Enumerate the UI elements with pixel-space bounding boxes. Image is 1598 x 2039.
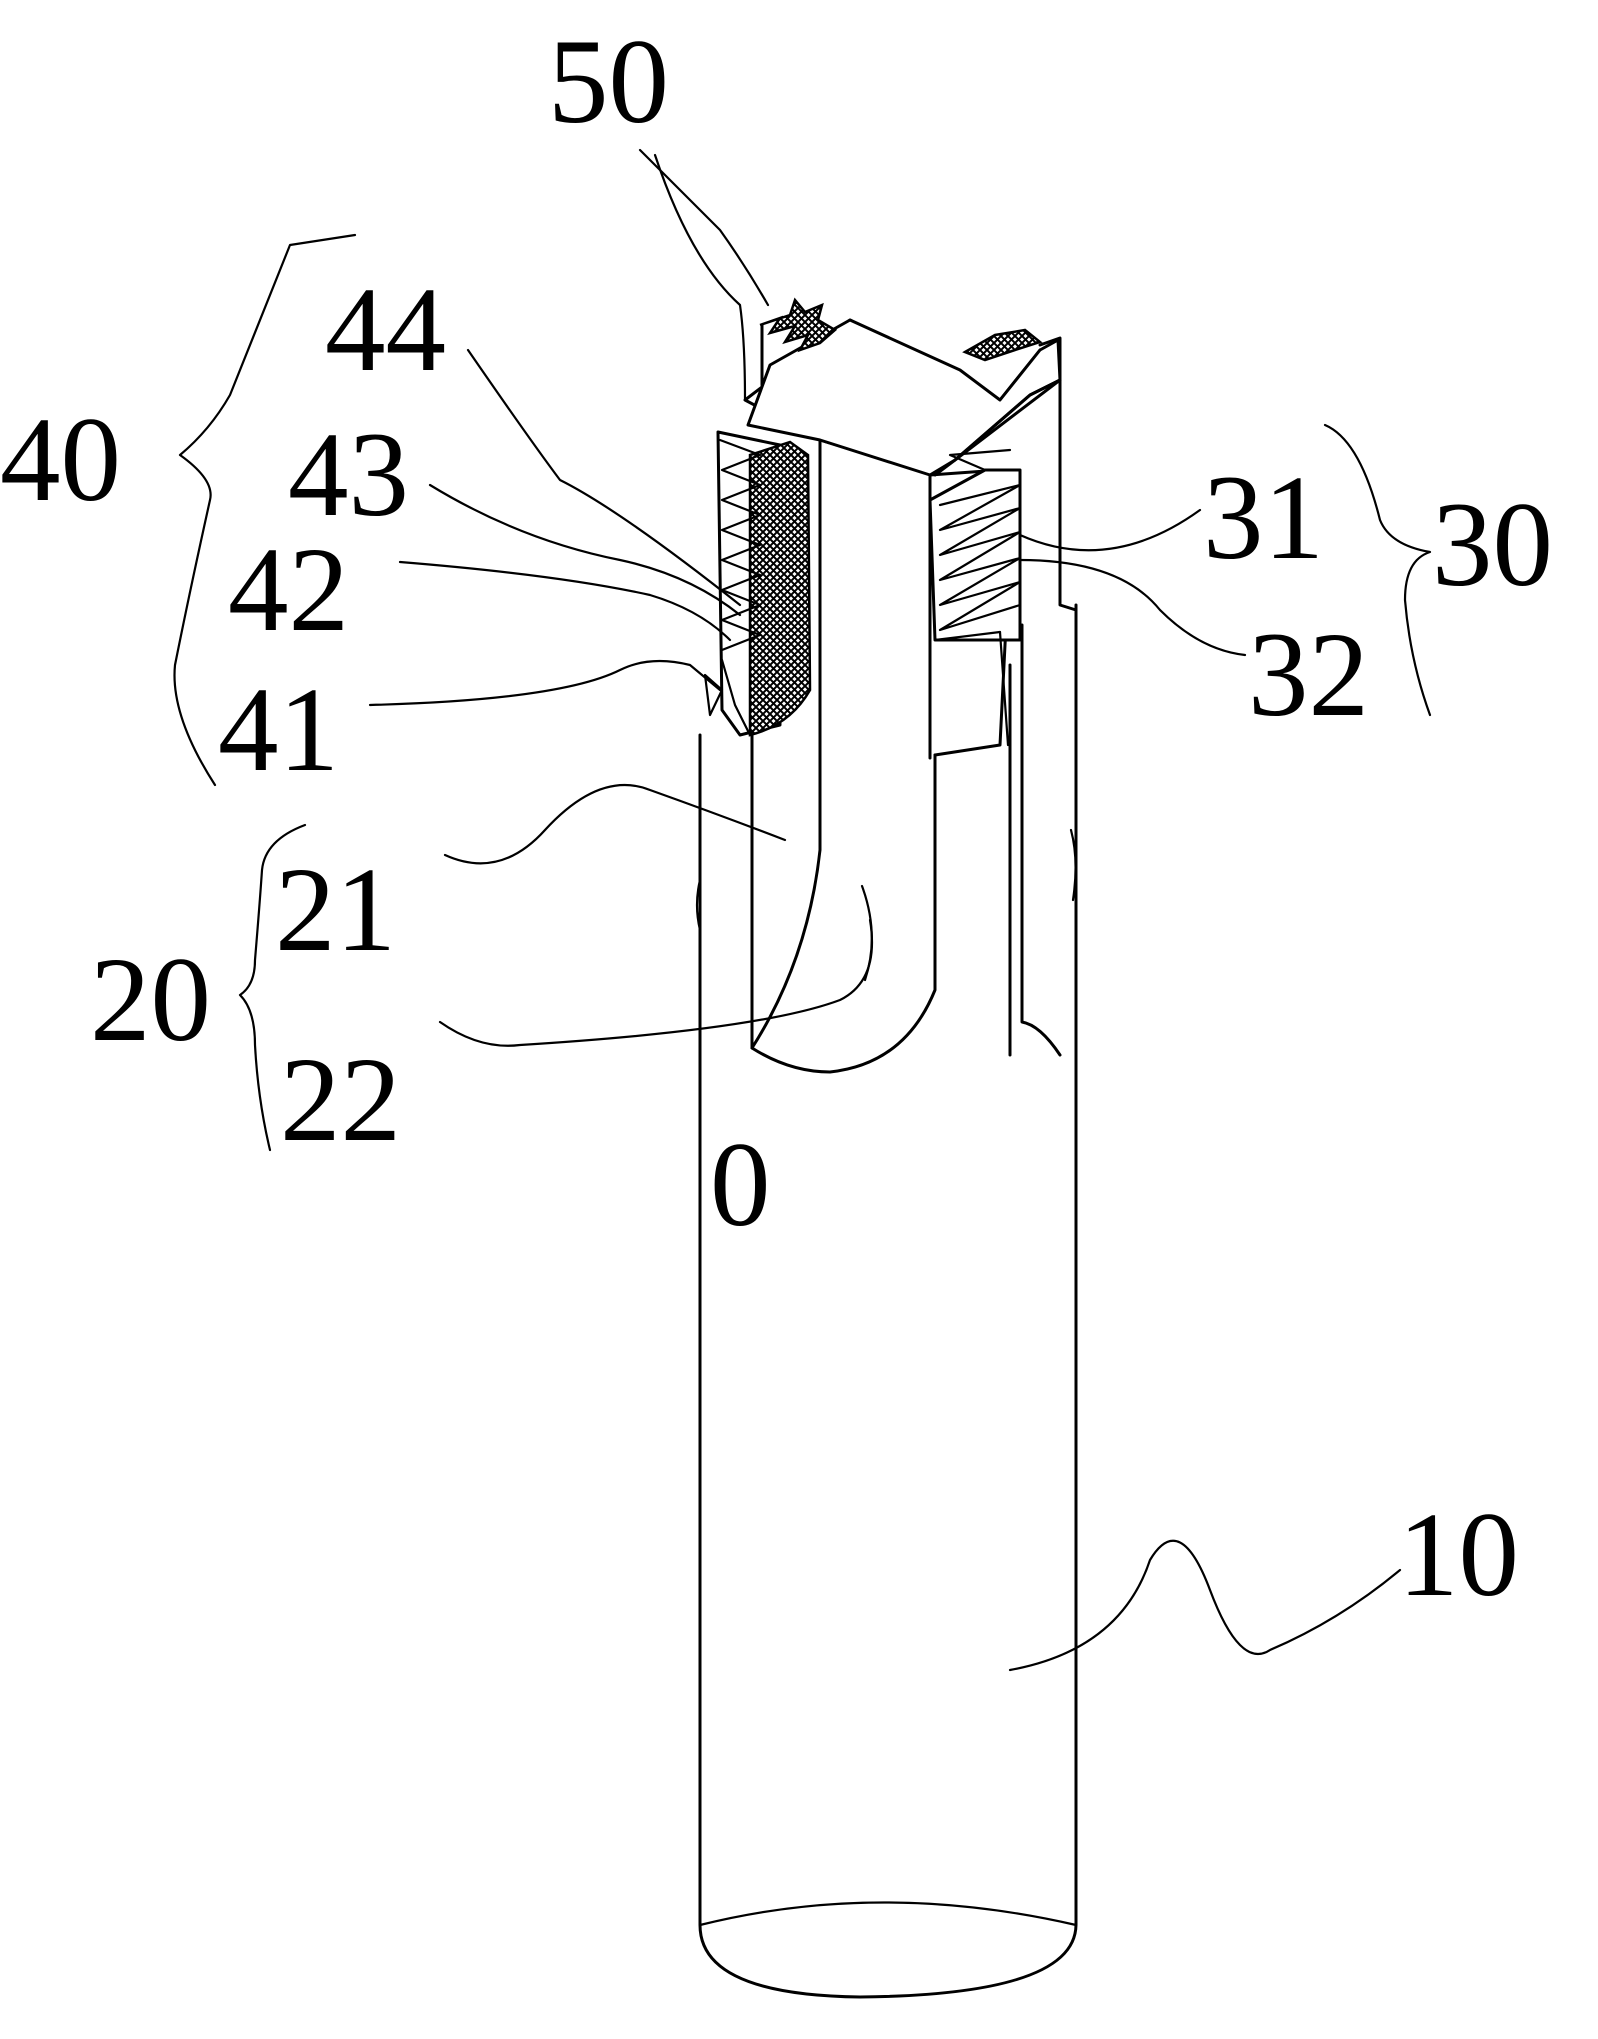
- right-blade: [928, 448, 1022, 747]
- shank-body: [695, 603, 1078, 1999]
- leader-50-a: [638, 148, 770, 307]
- leader-lines: [368, 148, 1402, 1672]
- leader-10: [1008, 1539, 1402, 1672]
- brace-40: [173, 233, 357, 787]
- label-42: 42: [228, 523, 349, 657]
- label-31: 31: [1203, 451, 1324, 585]
- leader-41: [368, 659, 722, 707]
- label-10: 10: [1398, 1488, 1519, 1622]
- label-0: 0: [710, 1118, 771, 1252]
- tool-head: [743, 318, 1078, 760]
- label-20: 20: [90, 933, 211, 1067]
- label-22: 22: [280, 1033, 401, 1167]
- leader-43: [428, 483, 742, 617]
- leader-42: [398, 560, 732, 642]
- label-21: 21: [275, 843, 396, 977]
- braces: [173, 233, 1432, 1152]
- leader-32: [1018, 558, 1247, 657]
- brace-20: [238, 823, 307, 1152]
- leader-22: [438, 918, 874, 1047]
- label-44: 44: [325, 263, 446, 397]
- label-41: 41: [218, 663, 339, 797]
- label-40: 40: [0, 393, 121, 527]
- leader-31: [1018, 508, 1202, 552]
- label-30: 30: [1432, 478, 1553, 612]
- leader-50-b: [653, 153, 747, 402]
- brace-30: [1323, 423, 1432, 717]
- leader-44: [466, 348, 742, 607]
- leader-21: [443, 783, 787, 865]
- label-32: 32: [1248, 608, 1369, 742]
- left-blade: [703, 430, 812, 737]
- label-43: 43: [288, 408, 409, 542]
- label-50: 50: [548, 15, 669, 149]
- top-cutter-teeth: [759, 297, 1043, 387]
- reference-numerals: 50 44 40 43 42 41 31 30 32 21 20 22 0 10: [0, 15, 1553, 1622]
- chip-flute: [750, 438, 1062, 1074]
